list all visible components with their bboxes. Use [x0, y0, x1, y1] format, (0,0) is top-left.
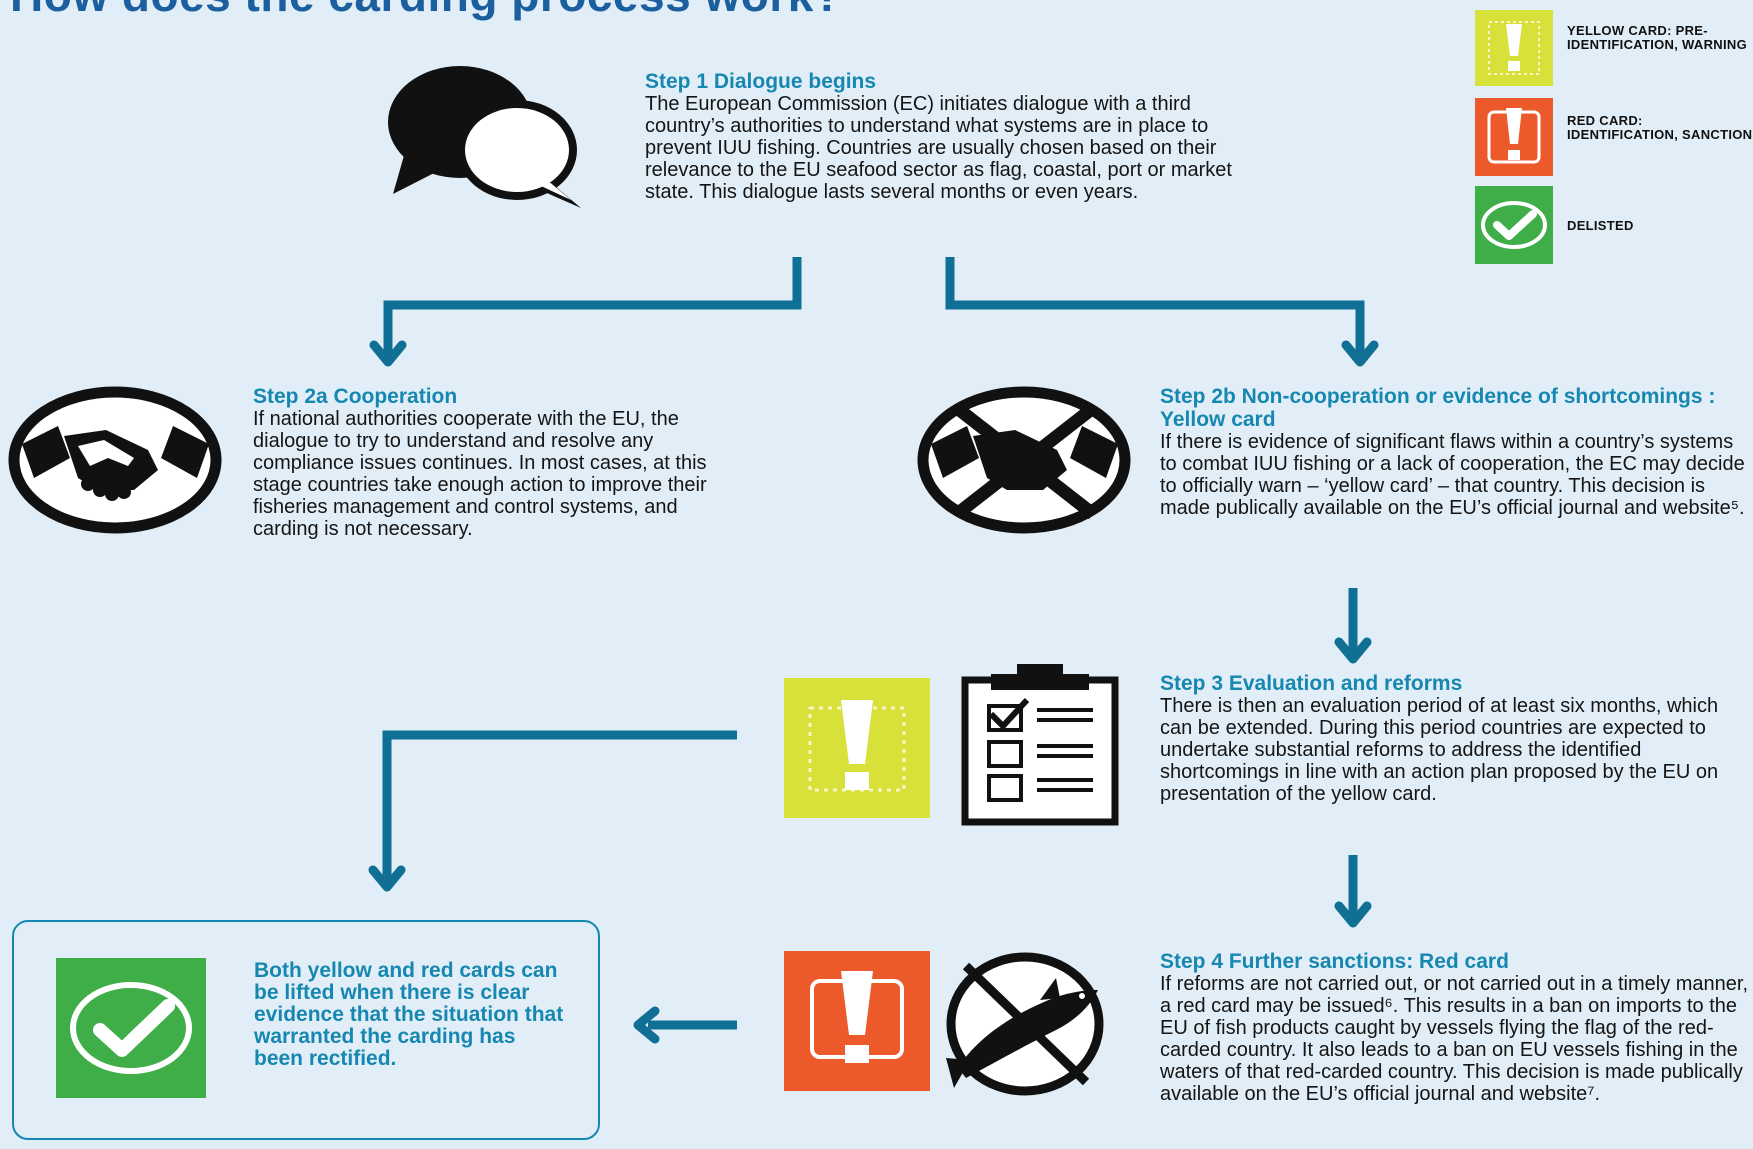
no-handshake-icon: [917, 386, 1131, 534]
handshake-icon: [8, 386, 222, 534]
legend-item-delisted: DELISTED: [1475, 186, 1753, 264]
no-fish-icon: [946, 952, 1104, 1096]
speech-bubbles-icon: [388, 66, 581, 208]
step2a-block: Step 2a Cooperation If national authorit…: [253, 385, 728, 540]
step1-body: The European Commission (EC) initiates d…: [645, 93, 1232, 203]
delisted-check-icon: [1475, 186, 1553, 264]
legend-label-yellow: YELLOW CARD: PRE-IDENTIFICATION, WARNING: [1567, 23, 1747, 52]
step3-block: Step 3 Evaluation and reforms There is t…: [1160, 672, 1750, 805]
yellow-card-icon: [784, 678, 930, 818]
legend: YELLOW CARD: PRE-IDENTIFICATION, WARNING…: [1475, 10, 1753, 265]
step2a-body: If national authorities cooperate with t…: [253, 408, 707, 540]
legend-label-red: RED CARD: IDENTIFICATION, SANCTION: [1567, 113, 1753, 142]
legend-item-yellow: YELLOW CARD: PRE-IDENTIFICATION, WARNING: [1475, 10, 1753, 86]
step2b-title: Step 2b Non-cooperation or evidence of s…: [1160, 385, 1716, 431]
conclusion-text: Both yellow and red cards can be lifted …: [254, 959, 564, 1070]
arrow-3-to-conclusion: [382, 730, 737, 882]
step1-block: Step 1 Dialogue begins The European Comm…: [645, 70, 1265, 203]
step2b-body: If there is evidence of significant flaw…: [1160, 431, 1745, 519]
arrow-step1-to-2a: [383, 257, 802, 358]
conclusion-box: Both yellow and red cards can be lifted …: [12, 920, 600, 1140]
arrow-step1-to-2b: [945, 257, 1365, 358]
clipboard-checklist-icon: [961, 664, 1119, 826]
delisted-check-icon: [56, 958, 206, 1098]
red-card-icon: [784, 951, 930, 1091]
step4-title: Step 4 Further sanctions: Red card: [1160, 950, 1509, 973]
step2a-title: Step 2a Cooperation: [253, 385, 458, 408]
step4-block: Step 4 Further sanctions: Red card If re…: [1160, 950, 1750, 1105]
step3-title: Step 3 Evaluation and reforms: [1160, 672, 1463, 695]
step2b-block: Step 2b Non-cooperation or evidence of s…: [1160, 385, 1745, 519]
red-card-icon: [1475, 98, 1553, 176]
page-title: How does the carding process work?: [10, 0, 842, 22]
legend-label-delisted: DELISTED: [1567, 218, 1634, 233]
step4-body: If reforms are not carried out, or not c…: [1160, 973, 1749, 1105]
yellow-card-icon: [1475, 10, 1553, 86]
legend-item-red: RED CARD: IDENTIFICATION, SANCTION: [1475, 98, 1753, 176]
step3-body: There is then an evaluation period of at…: [1160, 695, 1719, 805]
step1-title: Step 1 Dialogue begins: [645, 70, 877, 93]
